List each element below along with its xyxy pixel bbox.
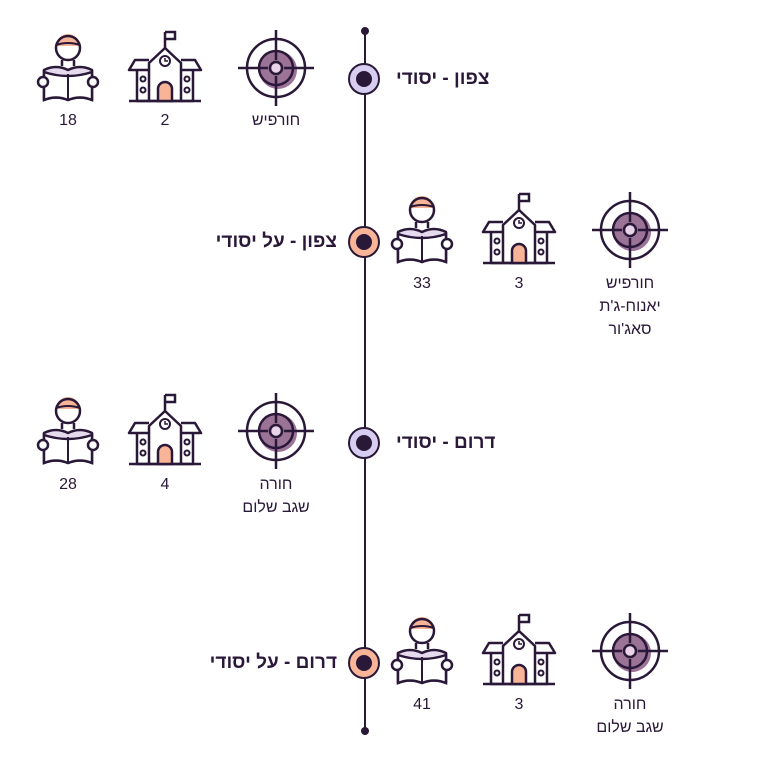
schools-count: 2 xyxy=(160,112,170,129)
target-location-icon xyxy=(588,611,672,691)
row-label: צפון - על יסודי xyxy=(215,231,337,252)
node-south-elementary xyxy=(348,427,380,459)
school-icon xyxy=(123,391,207,471)
school-icon xyxy=(477,611,561,691)
students-count: 33 xyxy=(413,275,431,292)
school-icon xyxy=(123,28,207,108)
schools-count: 4 xyxy=(160,476,170,493)
student-reading-icon xyxy=(26,391,110,471)
node-north-secondary xyxy=(348,226,380,258)
node-south-secondary xyxy=(348,647,380,679)
schools-count: 3 xyxy=(514,696,524,713)
location-names: חורפיש xyxy=(251,112,301,129)
row-label: צפון - יסודי xyxy=(396,68,490,89)
student-reading-icon xyxy=(380,190,464,270)
row-label: דרום - על יסודי xyxy=(209,652,337,673)
students-count: 41 xyxy=(413,696,431,713)
target-location-icon xyxy=(234,391,318,471)
students-count: 28 xyxy=(59,476,77,493)
row-label: דרום - יסודי xyxy=(396,432,496,453)
node-north-elementary xyxy=(348,63,380,95)
schools-count: 3 xyxy=(514,275,524,292)
target-location-icon xyxy=(588,190,672,270)
target-location-icon xyxy=(234,28,318,108)
school-icon xyxy=(477,190,561,270)
student-reading-icon xyxy=(26,28,110,108)
students-count: 18 xyxy=(59,112,77,129)
timeline-end-dot xyxy=(361,727,369,735)
timeline-line xyxy=(364,31,366,731)
student-reading-icon xyxy=(380,611,464,691)
timeline-start-dot xyxy=(361,27,369,35)
